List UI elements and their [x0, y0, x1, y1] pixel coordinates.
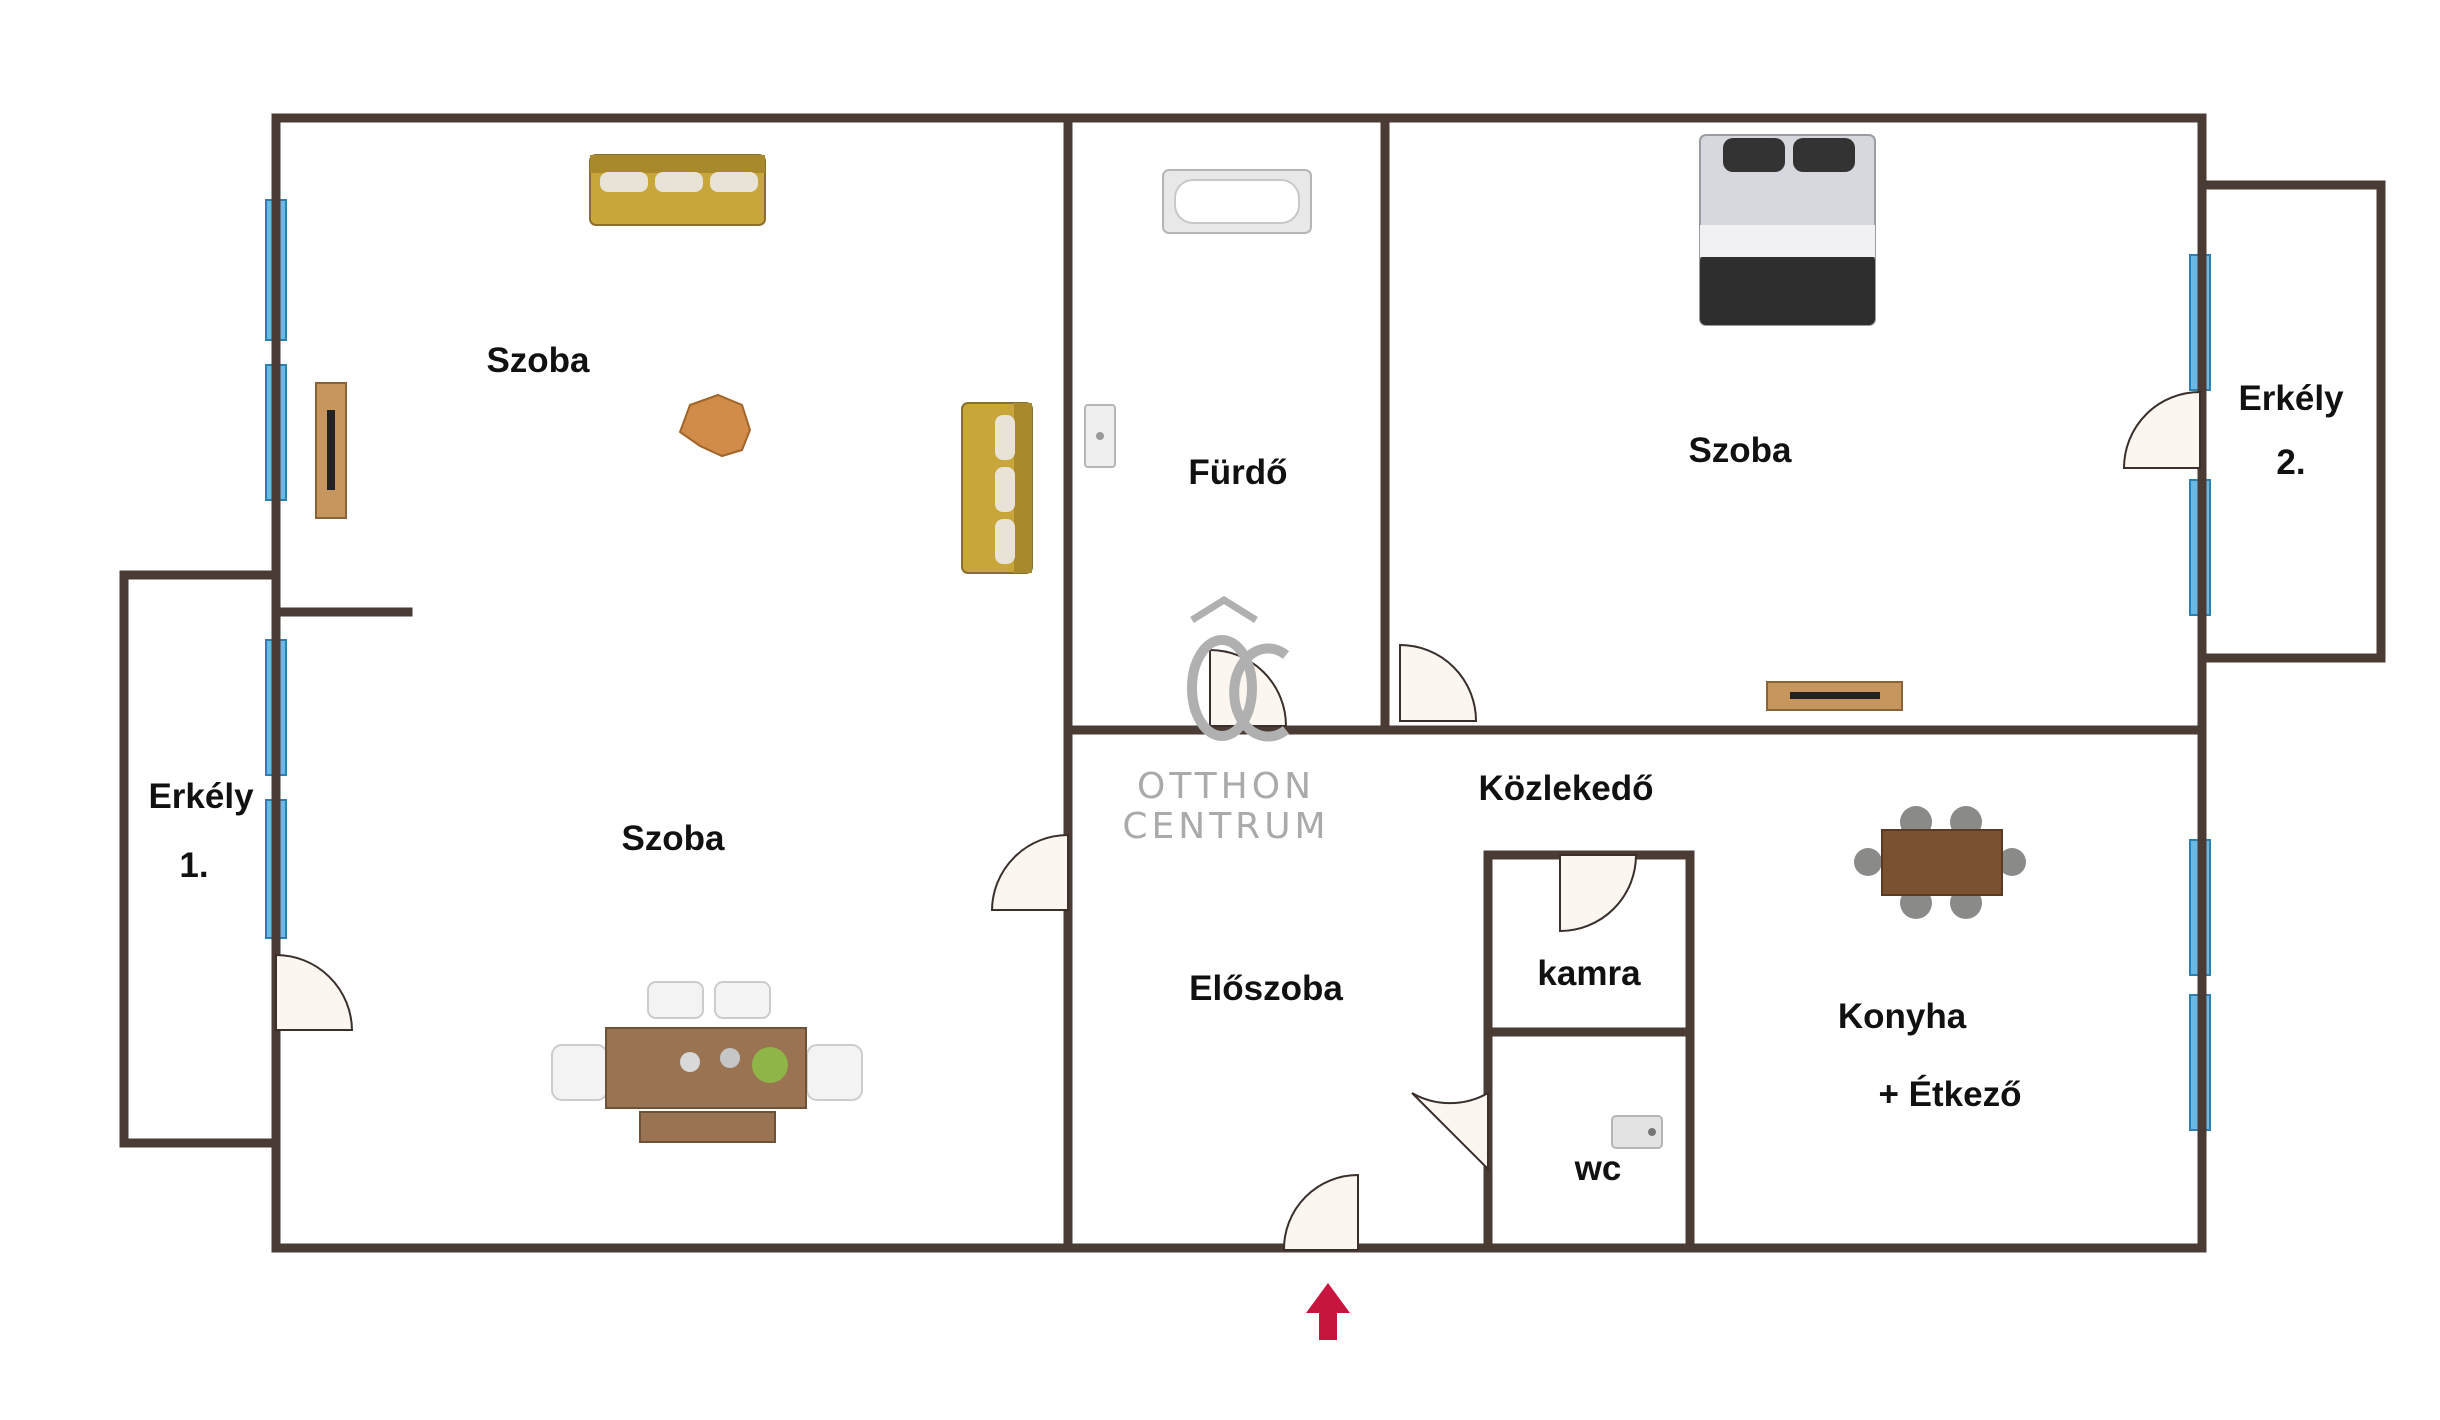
- room-label-erkely-1-number: 1.: [179, 846, 208, 885]
- outer-wall: [271, 113, 2207, 1253]
- room-label-wc: wc: [1574, 1149, 1622, 1188]
- room-label-szoba-3: Szoba: [1688, 431, 1792, 470]
- otthon-centrum-logo: [1187, 595, 1290, 742]
- sink-icon: [1084, 404, 1116, 468]
- dining-table-icon: [1854, 806, 2026, 919]
- room-label-kamra: kamra: [1537, 954, 1641, 993]
- door-swing-icon: [1399, 643, 1478, 722]
- room-label-szoba-2: Szoba: [621, 819, 725, 858]
- sofa-icon: [589, 154, 766, 226]
- room-label-konyha: Konyha: [1838, 997, 1967, 1036]
- sofa-icon: [961, 402, 1033, 574]
- door-swing-icon: [275, 953, 354, 1031]
- door-swing-icon: [1559, 854, 1638, 933]
- watermark-line1: OTTHON: [1137, 766, 1315, 807]
- balcony-1-wall: [119, 570, 281, 1148]
- dining-table-icon: [551, 981, 863, 1143]
- entrance-arrow-icon: [1306, 1283, 1350, 1340]
- door-swing-icon: [990, 833, 1069, 911]
- rug-icon: [678, 393, 752, 458]
- room-label-eloszoba: Előszoba: [1189, 969, 1343, 1008]
- room-label-erkely-2: Erkély: [2238, 379, 2344, 418]
- balcony-2-wall: [2197, 180, 2386, 663]
- door-swing-icon: [1411, 1091, 1489, 1172]
- bathtub-icon: [1162, 169, 1312, 234]
- bed-icon: [1699, 134, 1876, 326]
- room-label-erkely-1: Erkély: [148, 777, 254, 816]
- door-swing-icon: [2122, 390, 2201, 469]
- door-swing-icon: [1282, 1173, 1359, 1251]
- toilet-icon: [1611, 1115, 1663, 1149]
- tv-stand-icon: [1766, 681, 1903, 711]
- room-label-erkely-2-number: 2.: [2276, 443, 2305, 482]
- room-label-etkezo: + Étkező: [1879, 1074, 2022, 1114]
- room-label-furdo: Fürdő: [1188, 453, 1287, 492]
- watermark-line2: CENTRUM: [1122, 806, 1329, 847]
- room-label-szoba-1: Szoba: [486, 341, 590, 380]
- room-label-kozlekedo: Közlekedő: [1478, 769, 1653, 808]
- doors: [275, 390, 2201, 1251]
- tv-stand-icon: [315, 382, 347, 519]
